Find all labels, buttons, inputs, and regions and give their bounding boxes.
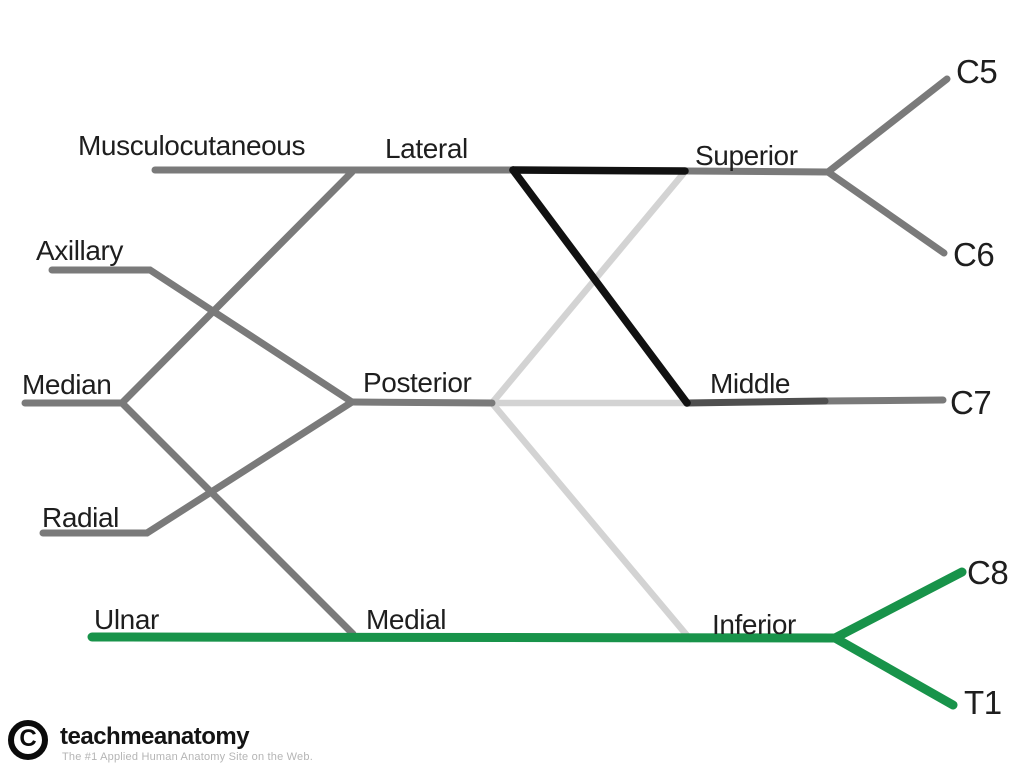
logo-c-glyph: C	[19, 725, 37, 752]
c7-root-line	[821, 396, 947, 405]
label-radial: Radial	[42, 502, 119, 533]
label-ulnar: Ulnar	[94, 604, 159, 635]
brand-tagline: The #1 Applied Human Anatomy Site on the…	[62, 751, 313, 763]
c6-root-line	[824, 168, 948, 257]
label-root-c6: C6	[953, 236, 995, 273]
green-lines-group	[87, 567, 967, 710]
axillary-nerve-line	[48, 266, 356, 406]
anterior-divisions-group	[509, 166, 691, 407]
c8-root-line	[830, 567, 967, 643]
label-medial-cord: Medial	[366, 604, 447, 635]
superior-trunk-line	[683, 167, 832, 176]
ulnar-medial-cord-inferior-trunk-line	[87, 632, 840, 643]
label-root-c8: C8	[967, 554, 1009, 591]
posterior-division-superior-line	[488, 170, 687, 407]
gray-lines-group	[21, 75, 951, 638]
label-inferior-trunk: Inferior	[712, 609, 796, 640]
label-axillary: Axillary	[36, 235, 124, 266]
anterior-division-middle-line	[509, 166, 691, 407]
label-median: Median	[22, 369, 112, 400]
median-to-lateral-cord-line	[118, 168, 356, 407]
label-root-c7: C7	[950, 384, 992, 421]
label-root-c5: C5	[956, 53, 998, 90]
teachmeanatomy-logo-icon: C	[8, 720, 48, 760]
label-lateral-cord: Lateral	[385, 133, 468, 164]
middle-trunk-line	[683, 397, 829, 407]
label-superior-trunk: Superior	[695, 140, 798, 171]
anterior-division-superior-line	[509, 166, 689, 175]
brand-name: teachmeanatomy	[60, 723, 250, 750]
posterior-divisions-group	[488, 170, 694, 643]
label-root-t1: T1	[964, 684, 1002, 721]
t1-root-line	[830, 633, 958, 710]
posterior-division-inferior-line	[488, 399, 694, 643]
radial-nerve-line	[39, 398, 356, 537]
c5-root-line	[824, 75, 951, 176]
label-middle-trunk: Middle	[710, 368, 791, 399]
label-posterior-cord: Posterior	[363, 367, 472, 398]
label-musculocutaneous: Musculocutaneous	[78, 130, 306, 161]
posterior-cord-line	[348, 398, 496, 407]
median-to-medial-cord-line	[118, 399, 357, 638]
